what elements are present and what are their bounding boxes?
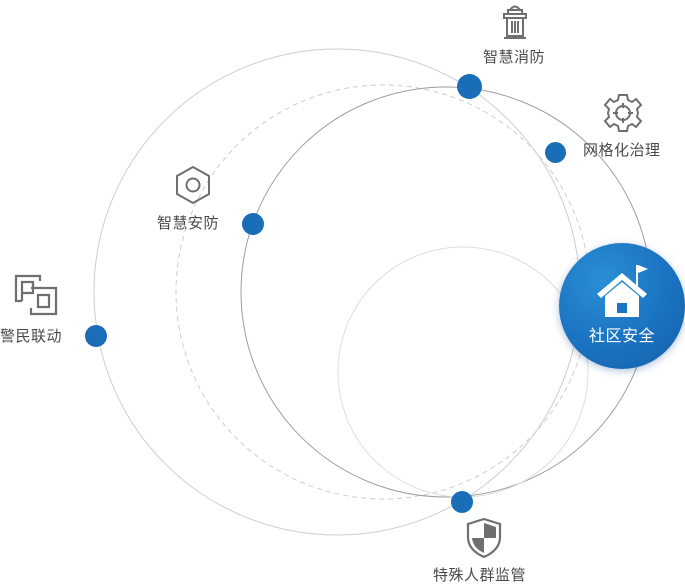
fire-hydrant-icon (502, 2, 528, 45)
outer-orbit (93, 48, 581, 536)
house-flag-icon (595, 263, 651, 326)
gear-target-icon (602, 92, 644, 139)
node-dot-special[interactable] (451, 491, 473, 513)
node-dot-fire[interactable] (456, 73, 482, 99)
node-label-fire: 智慧消防 (483, 49, 546, 66)
hub-label: 社区安全 (588, 328, 655, 345)
hexagon-nut-icon (175, 165, 211, 210)
node-dot-police[interactable] (85, 325, 107, 347)
hub-circle[interactable]: 社区安全 (559, 243, 685, 369)
interlocked-squares-icon (14, 274, 58, 321)
inner-orbit (337, 246, 589, 498)
node-label-grid: 网格化治理 (583, 142, 661, 159)
node-dot-security[interactable] (242, 213, 264, 235)
node-label-police: 警民联动 (0, 328, 63, 345)
node-dot-grid[interactable] (544, 141, 566, 163)
node-label-special: 特殊人群监管 (433, 567, 527, 584)
node-label-security: 智慧安防 (157, 215, 220, 232)
dashed-orbit (175, 84, 591, 500)
shield-icon (466, 517, 502, 564)
